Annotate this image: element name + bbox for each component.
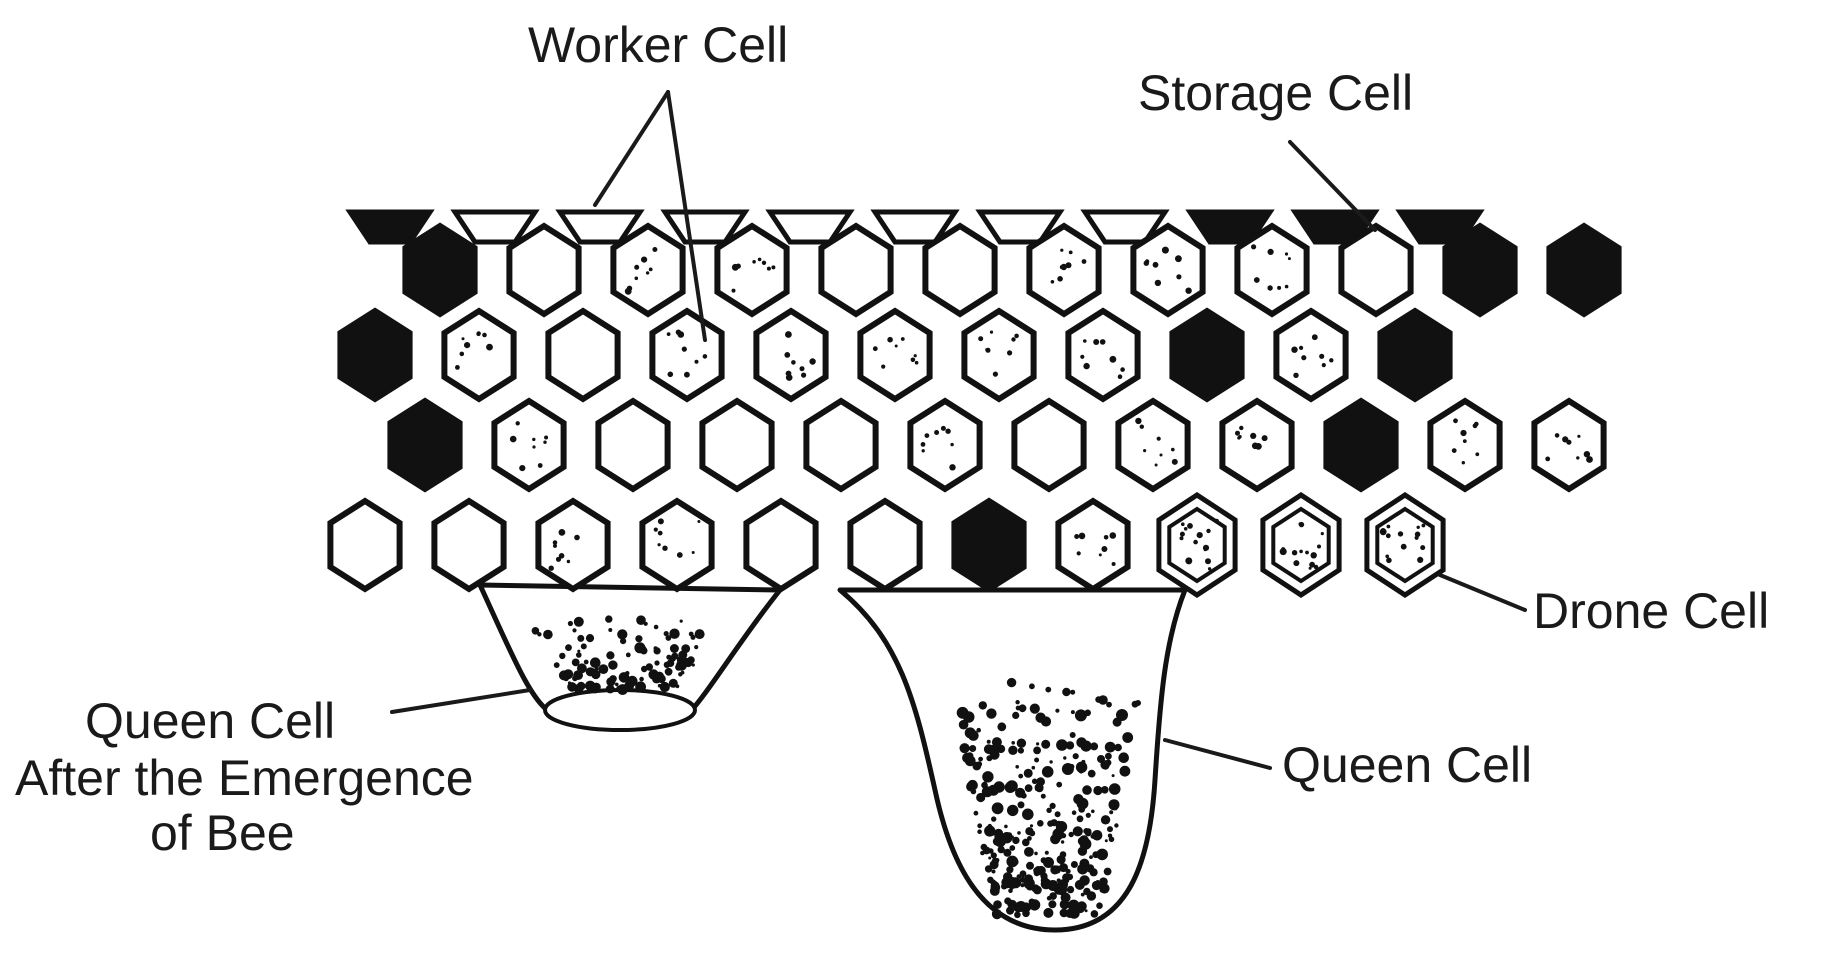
leader-queen-cell-emerged xyxy=(392,690,530,712)
comb-cell-dotted xyxy=(1118,401,1187,489)
label-worker-cell: Worker Cell xyxy=(528,17,788,73)
comb-cell-empty xyxy=(925,226,994,314)
comb-cell-dotted xyxy=(494,401,563,489)
comb-cell-dotted xyxy=(964,311,1033,399)
comb-cell-drone xyxy=(1263,495,1339,595)
comb-cell-dotted xyxy=(910,401,979,489)
label-queen-cell-emerged-3: of Bee xyxy=(150,805,295,861)
label-storage-cell: Storage Cell xyxy=(1138,65,1413,121)
label-queen-cell: Queen Cell xyxy=(1282,737,1532,793)
comb-cell-empty xyxy=(330,501,399,589)
comb-cell-filled xyxy=(1380,311,1449,399)
comb-cell-empty xyxy=(434,501,503,589)
comb-cell-filled xyxy=(1445,226,1514,314)
comb-cell-empty xyxy=(1014,401,1083,489)
label-queen-cell-emerged-1: Queen Cell xyxy=(85,693,335,749)
honeycomb xyxy=(330,205,1619,595)
comb-cell-filled xyxy=(1549,226,1618,314)
label-queen-cell-emerged-2: After the Emergence xyxy=(15,750,474,806)
comb-cell-dotted xyxy=(1276,311,1345,399)
comb-cell-dotted xyxy=(1058,501,1127,589)
leader-drone-cell xyxy=(1440,575,1525,610)
comb-cell-dotted xyxy=(1133,226,1202,314)
comb-cell-dotted xyxy=(1029,226,1098,314)
comb-cell-dotted xyxy=(652,311,721,399)
comb-cell-dotted xyxy=(717,226,786,314)
comb-cell-empty xyxy=(598,401,667,489)
comb-cell-dotted xyxy=(1222,401,1291,489)
comb-cell-empty xyxy=(746,501,815,589)
comb-cell-dotted xyxy=(1534,401,1603,489)
comb-cell-empty xyxy=(806,401,875,489)
comb-cell-dotted xyxy=(1068,311,1137,399)
comb-cell-dotted xyxy=(756,311,825,399)
comb-cell-dotted xyxy=(613,226,682,314)
comb-cell-empty xyxy=(1341,226,1410,314)
leader-worker-cell-a xyxy=(595,92,668,205)
label-drone-cell: Drone Cell xyxy=(1533,583,1769,639)
comb-cell-filled xyxy=(340,311,409,399)
comb-cell-empty xyxy=(850,501,919,589)
comb-cell-filled xyxy=(1326,401,1395,489)
queen-cell-emerged-opening xyxy=(545,690,695,730)
comb-cell-filled xyxy=(1172,311,1241,399)
comb-cell-filled xyxy=(390,401,459,489)
comb-cell-filled xyxy=(405,226,474,314)
comb-cell-dotted xyxy=(444,311,513,399)
comb-cell-filled xyxy=(954,501,1023,589)
comb-cell-dotted xyxy=(538,501,607,589)
leader-queen-cell xyxy=(1165,740,1270,768)
comb-cell-dotted xyxy=(860,311,929,399)
comb-cell-dotted xyxy=(1237,226,1306,314)
comb-cell-dotted xyxy=(642,501,711,589)
comb-cell-drone xyxy=(1159,495,1235,595)
comb-cell-empty xyxy=(548,311,617,399)
comb-cell-empty xyxy=(821,226,890,314)
comb-cell-empty xyxy=(509,226,578,314)
comb-cell-dotted xyxy=(1430,401,1499,489)
comb-cell-empty xyxy=(702,401,771,489)
comb-cell-drone xyxy=(1367,495,1443,595)
